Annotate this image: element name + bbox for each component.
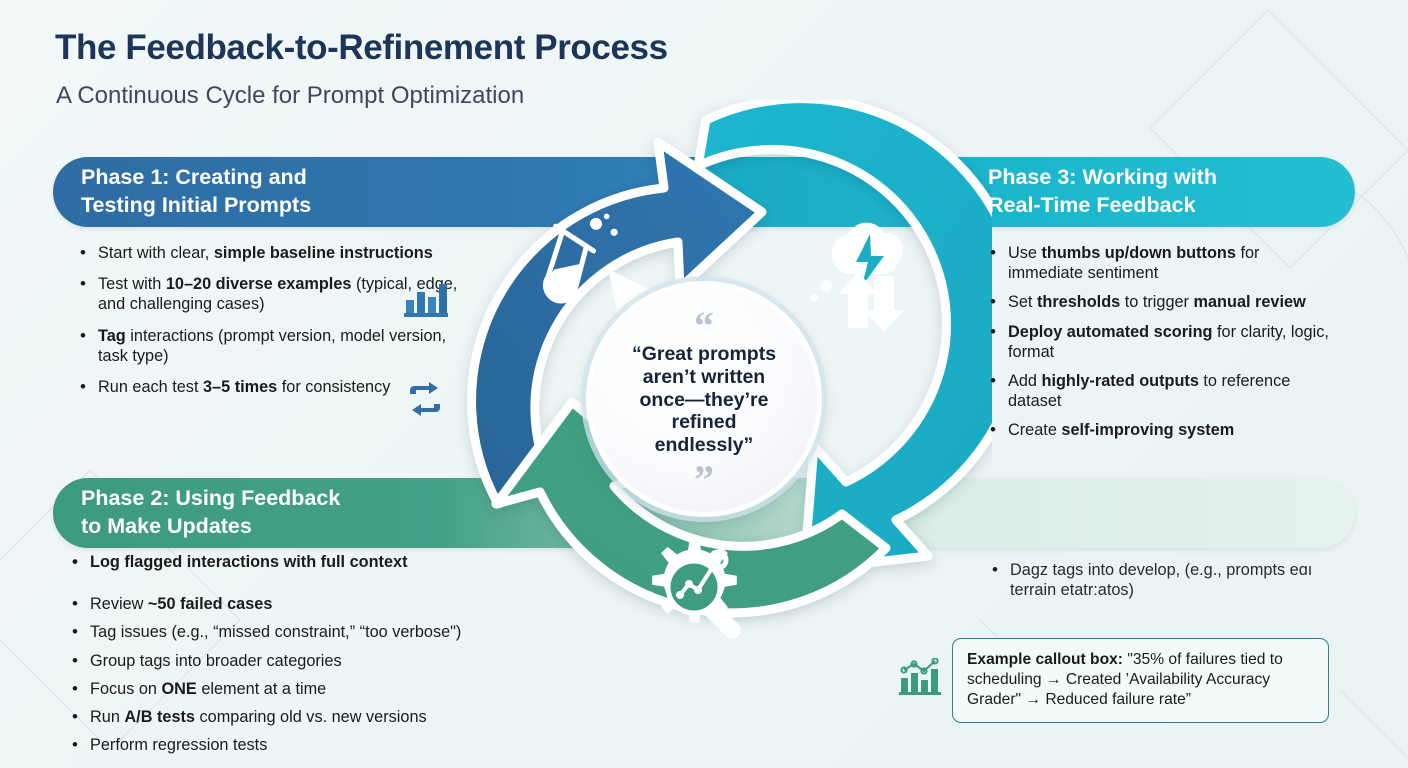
phase-1-bullet-list: Start with clear, simple baseline instru… xyxy=(78,242,478,408)
page-title: The Feedback-to-Refinement Process xyxy=(55,28,668,67)
cycle-arrow-phase-3 xyxy=(693,100,992,575)
list-item: Dagz tags into develop, (e.g., prompts e… xyxy=(990,559,1320,600)
list-item: Deploy automated scoring for clarity, lo… xyxy=(988,321,1338,362)
example-callout-box: Example callout box: "35% of failures ti… xyxy=(952,638,1329,723)
list-item: Log flagged interactions with full conte… xyxy=(70,551,590,572)
cycle-arrow-phase-1 xyxy=(467,137,767,509)
phase-3-header-line-2: Real-Time Feedback xyxy=(988,193,1196,217)
quote-open-mark: “ xyxy=(694,303,714,349)
repeat-loop-icon xyxy=(406,382,444,421)
page-subtitle: A Continuous Cycle for Prompt Optimizati… xyxy=(56,82,525,109)
list-item: Use thumbs up/down buttons for immediate… xyxy=(988,242,1338,283)
center-quote-text: “Great prompts aren’t written once—they’… xyxy=(631,343,777,456)
list-item: Review ~50 failed cases xyxy=(70,593,590,614)
center-quote-circle: “ “Great prompts aren’t written once—the… xyxy=(586,281,822,517)
list-item: Start with clear, simple baseline instru… xyxy=(78,242,478,263)
list-item: Test with 10–20 diverse examples (typica… xyxy=(78,273,478,314)
list-item: Tag interactions (prompt version, model … xyxy=(78,325,478,366)
list-item: Group tags into broader categories xyxy=(70,650,590,671)
phase-2-right-bullet-list: Dagz tags into develop, (e.g., prompts e… xyxy=(990,559,1320,609)
cycle-arrow-phase-2 xyxy=(491,397,891,618)
phase-2-bullet-list: Log flagged interactions with full conte… xyxy=(70,551,590,763)
list-item: Run A/B tests comparing old vs. new vers… xyxy=(70,706,590,727)
phase-1-header-bar: Phase 1: Creating and Testing Initial Pr… xyxy=(53,157,733,227)
phase-1-header-line-1: Phase 1: Creating and xyxy=(81,165,307,190)
list-item: Focus on ONE element at a time xyxy=(70,678,590,699)
list-item: Tag issues (e.g., “missed constraint,” “… xyxy=(70,621,590,642)
callout-label: Example callout box: xyxy=(967,651,1123,668)
list-item: Set thresholds to trigger manual review xyxy=(988,291,1338,312)
phase-1-header-line-2: Testing Initial Prompts xyxy=(81,193,312,217)
list-item: Run each test 3–5 times for consistency xyxy=(78,376,478,397)
quote-close-mark: ” xyxy=(694,456,714,502)
bar-chart-icon xyxy=(404,281,448,322)
cloud-lightning-arrows-icon xyxy=(810,222,904,332)
phase-3-bullet-list: Use thumbs up/down buttons for immediate… xyxy=(988,242,1338,450)
list-item: Perform regression tests xyxy=(70,734,590,755)
list-item: Create self-improving system xyxy=(988,419,1338,440)
trend-bar-chart-icon xyxy=(899,657,941,701)
phase-3-header-line-1: Phase 3: Working with xyxy=(988,165,1217,190)
list-item: Add highly-rated outputs to reference da… xyxy=(988,370,1338,411)
